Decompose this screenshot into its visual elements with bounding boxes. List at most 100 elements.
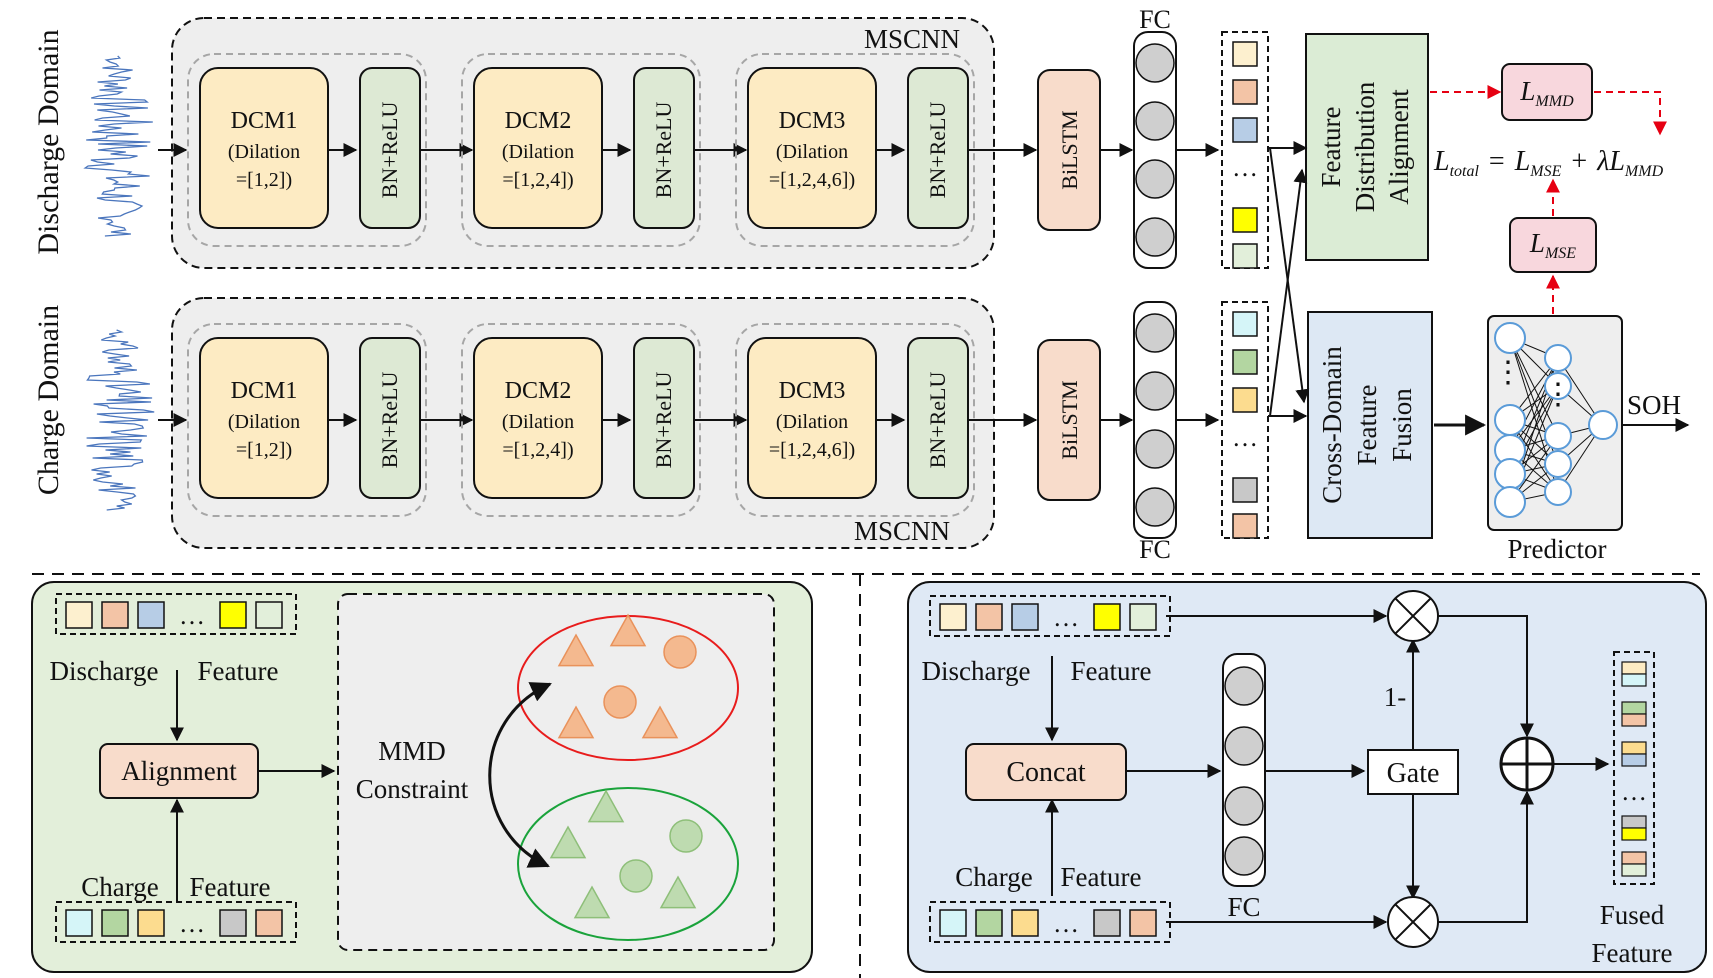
orange-triangle xyxy=(557,633,595,667)
fc-neuron xyxy=(1135,371,1175,411)
dcm-dilation: (Dilation xyxy=(502,141,574,163)
feature-ellipsis: … xyxy=(179,601,205,630)
predictor-hidden-node xyxy=(1544,450,1572,478)
feature-cell xyxy=(101,909,129,937)
green-triangle xyxy=(659,875,697,909)
dcm-block xyxy=(473,337,603,499)
fusion-box-line3: Fusion xyxy=(1387,388,1417,462)
alignment-box-line3: Alignment xyxy=(1384,89,1414,205)
dcm-block xyxy=(747,67,877,229)
feature-cell xyxy=(939,909,967,937)
charge-feature-vector: … xyxy=(55,901,297,943)
fused-vector-border xyxy=(1613,651,1655,885)
fused-label: Fused xyxy=(1600,900,1665,930)
mscnn-label: MSCNN xyxy=(854,516,950,546)
feature-cell xyxy=(1011,909,1039,937)
bn-relu-block xyxy=(907,337,969,499)
bn-relu-block xyxy=(359,337,421,499)
feature-cell xyxy=(939,603,967,631)
arrow-discharge-to-fusion xyxy=(1269,147,1310,404)
fused-cell-bottom xyxy=(1621,863,1647,877)
bn-relu-block xyxy=(359,67,421,229)
dcm-dilation: (Dilation xyxy=(502,411,574,433)
feature-cell xyxy=(975,909,1003,937)
fc-label: FC xyxy=(1139,5,1171,34)
dcm-dilation-values: =[1,2]) xyxy=(236,169,292,191)
dcm-name: DCM3 xyxy=(779,378,846,404)
upper-multiply-node xyxy=(1387,590,1439,642)
fc-neuron xyxy=(1224,836,1264,876)
feature-label: Feature xyxy=(198,656,279,686)
feature-cell xyxy=(101,601,129,629)
feature-cell xyxy=(255,909,283,937)
feature-cell xyxy=(975,603,1003,631)
discharge-signal-waveform xyxy=(83,55,153,237)
dcm-dilation: (Dilation xyxy=(776,411,848,433)
mscnn-label: MSCNN xyxy=(864,24,960,54)
mmd-loss-box xyxy=(1501,63,1593,121)
discharge-feature-vector: … xyxy=(55,593,297,635)
feature-cell xyxy=(1093,909,1121,937)
fc-neurons xyxy=(1224,666,1264,876)
bn-relu-block xyxy=(633,67,695,229)
constraint-label: Constraint xyxy=(356,774,469,804)
fusion-detail-panel xyxy=(907,581,1707,973)
green-triangle xyxy=(573,885,611,919)
fc-column xyxy=(1222,653,1266,887)
arrow-upper-multiply-to-add xyxy=(1438,615,1534,738)
feature-cell xyxy=(1232,477,1258,503)
dcm-dilation-values: =[1,2,4,6]) xyxy=(769,169,855,191)
dcm-name: DCM2 xyxy=(505,108,572,134)
fc-neuron xyxy=(1135,313,1175,353)
feature-cell xyxy=(1093,603,1121,631)
bn-relu-block xyxy=(907,67,969,229)
fused-cell-bottom xyxy=(1621,713,1647,727)
feature-cell xyxy=(219,601,247,629)
predictor-dots-input: ⋮ xyxy=(1493,356,1523,389)
feature-cell xyxy=(1232,243,1258,269)
charge-feature-vector: … xyxy=(929,901,1171,943)
fused-cell-top xyxy=(1621,851,1647,865)
dcm-dilation-values: =[1,2,4]) xyxy=(502,169,573,191)
predictor-input-node xyxy=(1494,458,1526,490)
arrow-mmd-to-total xyxy=(1594,91,1667,136)
bilstm-label: BiLSTM xyxy=(1057,380,1082,459)
feature-cell xyxy=(1129,603,1157,631)
feature-cell xyxy=(1232,349,1258,375)
fused-cell-bottom xyxy=(1621,673,1647,687)
discharge-label: Discharge xyxy=(50,656,159,686)
discharge-domain-label: Discharge Domain xyxy=(32,29,65,254)
dcm-name: DCM1 xyxy=(231,378,298,404)
one-minus-label: 1- xyxy=(1384,682,1407,712)
dcm-block xyxy=(199,337,329,499)
predictor-input-node xyxy=(1494,404,1526,436)
dcm-dilation: (Dilation xyxy=(776,141,848,163)
bn-relu-block xyxy=(633,337,695,499)
fc-neuron xyxy=(1224,786,1264,826)
fc-label: FC xyxy=(1139,535,1171,564)
predictor-hidden-node xyxy=(1544,478,1572,506)
mmd-loss-label: LMMD xyxy=(1519,76,1574,110)
fused-cell-top xyxy=(1621,741,1647,755)
predictor-hidden-node xyxy=(1544,372,1572,400)
fc-neuron xyxy=(1135,487,1175,527)
orange-circle xyxy=(603,685,637,719)
dcm-dilation: (Dilation xyxy=(228,411,300,433)
predictor-edge xyxy=(1509,357,1559,451)
fused-cell-bottom xyxy=(1621,827,1647,841)
predictor-label: Predictor xyxy=(1508,534,1607,564)
add-node xyxy=(1499,736,1555,792)
green-circle xyxy=(669,819,703,853)
predictor-output-node xyxy=(1588,410,1618,440)
orange-circle xyxy=(663,635,697,669)
feature-cell xyxy=(137,601,165,629)
dcm-name: DCM2 xyxy=(505,378,572,404)
feature-vector-border xyxy=(55,593,297,635)
charge-domain-label: Charge Domain xyxy=(32,305,65,495)
fused-cell-top xyxy=(1621,661,1647,675)
feature-cell xyxy=(1232,513,1258,539)
feature-cell xyxy=(255,601,283,629)
fused-ellipsis: … xyxy=(1621,777,1647,806)
